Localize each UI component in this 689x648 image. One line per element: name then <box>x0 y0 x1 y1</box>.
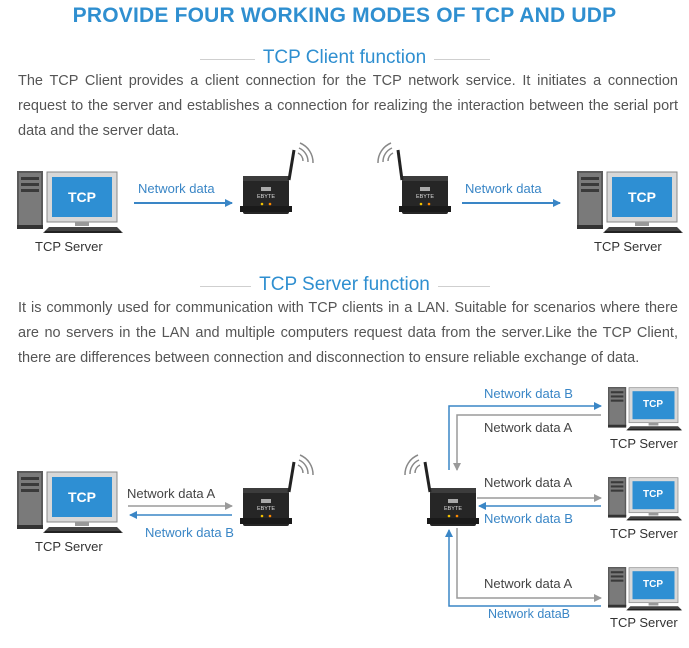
screen-text: TCP <box>643 489 663 500</box>
server-description: It is commonly used for communication wi… <box>18 300 678 366</box>
server-left-flow-a: Network data A <box>127 486 216 501</box>
server-branch3-arrow-out <box>445 529 601 607</box>
server-branch1-arrow-in <box>453 414 601 471</box>
server-left-device-icon <box>240 454 314 526</box>
screen-text: TCP <box>643 399 663 410</box>
client-left-server-label: TCP Server <box>35 239 103 254</box>
screen-text: TCP <box>628 189 656 205</box>
client2-server-label: TCP Server <box>610 526 678 541</box>
client-left-device-icon <box>240 142 314 214</box>
client3-server-label: TCP Server <box>610 615 678 630</box>
client-left-flow-label: Network data <box>138 181 215 196</box>
client-right-device-icon <box>377 142 451 214</box>
client-right-server-label: TCP Server <box>594 239 662 254</box>
server-left-server-label: TCP Server <box>35 539 103 554</box>
screen-text: TCP <box>68 489 96 505</box>
client-right-flow-label: Network data <box>465 181 542 196</box>
client2-out-label: Network data B <box>484 511 573 526</box>
server-left-flow-b: Network data B <box>145 525 234 540</box>
client-description: The TCP Client provides a client connect… <box>18 73 678 139</box>
page-title: PROVIDE FOUR WORKING MODES OF TCP AND UD… <box>72 4 617 27</box>
screen-text: TCP <box>68 189 96 205</box>
client3-out-label: Network dataB <box>488 607 570 621</box>
server-hub-device-icon <box>404 454 479 526</box>
client3-in-label: Network data A <box>484 576 573 591</box>
client-heading-text: TCP Client function <box>254 47 435 68</box>
server-section-heading: TCP Server function <box>0 274 689 296</box>
client-section-heading: TCP Client function <box>0 47 689 69</box>
server-heading-text: TCP Server function <box>251 274 438 295</box>
client1-in-label: Network data A <box>484 420 573 435</box>
screen-text: TCP <box>643 579 663 590</box>
server-branch1-arrow-out <box>448 402 602 470</box>
client2-in-label: Network data A <box>484 475 573 490</box>
server-branch3-arrow-in <box>456 528 602 602</box>
client1-out-label: Network data B <box>484 386 573 401</box>
client1-server-label: TCP Server <box>610 436 678 451</box>
